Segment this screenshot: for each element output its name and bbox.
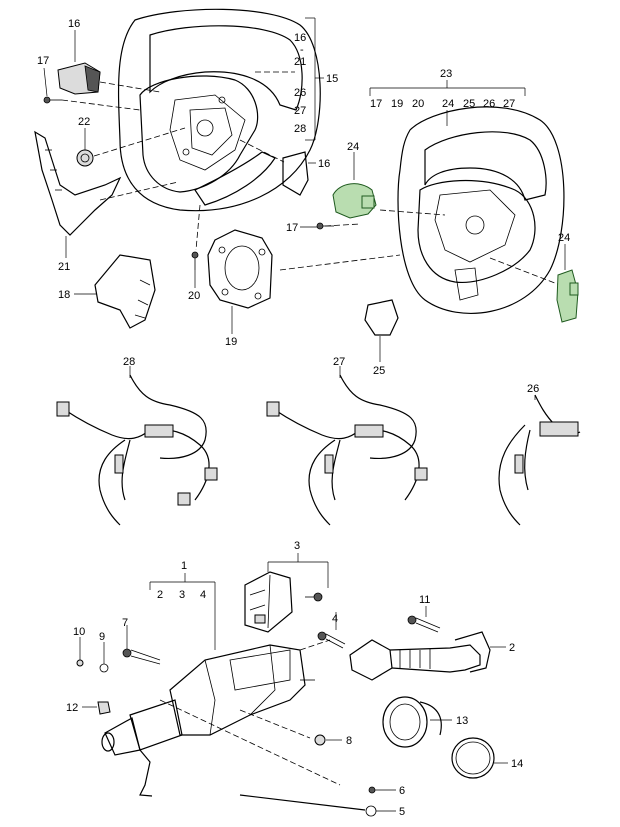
boot-13 (382, 696, 442, 748)
callout-8: 8 (346, 735, 352, 747)
callout-19a: 19 (225, 336, 237, 348)
callout-24c: 24 (558, 232, 570, 244)
callout-3: 3 (294, 540, 300, 552)
dash-16a (99, 81, 161, 93)
callout-20b: 20 (412, 98, 424, 110)
callout-dash: - (300, 44, 304, 56)
callout-17c: 17 (286, 222, 298, 234)
callout-19b: 19 (391, 98, 403, 110)
callout-21a: 21 (58, 261, 70, 273)
switch-24-left (332, 183, 377, 219)
callout-5: 5 (399, 806, 405, 818)
callout-20a: 20 (188, 290, 200, 302)
nut-8 (314, 734, 326, 746)
dash-24b (489, 257, 561, 286)
callout-2: 2 (509, 642, 515, 654)
callout-16a: 16 (68, 18, 80, 30)
callout-23: 23 (440, 68, 452, 80)
callout-2s: 2 (157, 589, 163, 601)
callout-26c: 26 (527, 383, 539, 395)
clip-12 (97, 701, 111, 715)
callout-18: 18 (58, 289, 70, 301)
callout-16b: 16 (294, 32, 306, 44)
screw-17-left (43, 96, 62, 104)
bolt-11 (407, 615, 441, 633)
dash-17a (61, 99, 141, 111)
callout-24a: 24 (442, 98, 454, 110)
dash-22 (93, 127, 186, 157)
callout-10: 10 (73, 626, 85, 638)
dash-21 (99, 181, 179, 201)
dash-col (159, 699, 341, 786)
horn-cap-left (57, 62, 101, 95)
horn-cap-right (282, 151, 309, 196)
washer-9 (99, 663, 109, 673)
callout-7: 7 (122, 617, 128, 629)
cap-25 (364, 299, 399, 336)
control-unit-3 (244, 571, 293, 633)
dash-16c (239, 139, 285, 163)
callout-13: 13 (456, 715, 468, 727)
callout-15: 15 (326, 73, 338, 85)
callout-27a: 27 (294, 105, 306, 117)
callout-21b: 21 (294, 56, 306, 68)
callout-17b: 17 (370, 98, 382, 110)
callout-4s: 4 (200, 589, 206, 601)
callout-22: 22 (78, 116, 90, 128)
callout-14: 14 (511, 758, 523, 770)
dash-col3 (299, 639, 331, 651)
ring-14 (451, 737, 495, 779)
bolt-7 (122, 648, 161, 665)
callout-3s: 3 (179, 589, 185, 601)
dash-19 (195, 204, 201, 251)
steering-wheel-left (117, 8, 321, 212)
callout-25b: 25 (373, 365, 385, 377)
callout-1: 1 (181, 560, 187, 572)
bolt-4 (317, 631, 346, 649)
screw-20 (191, 251, 199, 270)
switch-24-right (556, 269, 579, 323)
callout-26b: 26 (483, 98, 495, 110)
callout-11: 11 (419, 594, 430, 606)
callout-26a: 26 (294, 87, 306, 99)
steering-wheel-right (397, 106, 565, 314)
trim-strip-21 (34, 130, 122, 236)
callout-9: 9 (99, 631, 105, 643)
dash-24a (379, 209, 446, 216)
screw-3 (305, 592, 323, 602)
callout-6: 6 (399, 785, 405, 797)
nut-10 (76, 659, 84, 667)
nut-22 (76, 149, 94, 167)
leader-17a (43, 67, 48, 97)
callout-12: 12 (66, 702, 78, 714)
callout-28b: 28 (123, 356, 135, 368)
harness-27 (266, 374, 428, 526)
steering-column (101, 644, 315, 797)
harness-26 (498, 394, 581, 526)
callout-4b: 4 (332, 613, 338, 625)
bracket-19 (207, 229, 273, 309)
callout-27b: 27 (503, 98, 515, 110)
dash-col2 (239, 709, 311, 739)
rod-5 (239, 794, 377, 817)
callout-24b: 24 (347, 141, 359, 153)
callout-16c: 16 (318, 158, 330, 170)
callout-17a: 17 (37, 55, 49, 67)
screw-17-right (316, 222, 334, 230)
callout-28a: 28 (294, 123, 306, 135)
shaft-2 (349, 631, 491, 681)
cover-18 (94, 254, 156, 329)
dash-19b (279, 254, 401, 271)
callout-27c: 27 (333, 356, 345, 368)
screw-6 (368, 786, 376, 794)
harness-28 (56, 374, 218, 526)
callout-25a: 25 (463, 98, 475, 110)
